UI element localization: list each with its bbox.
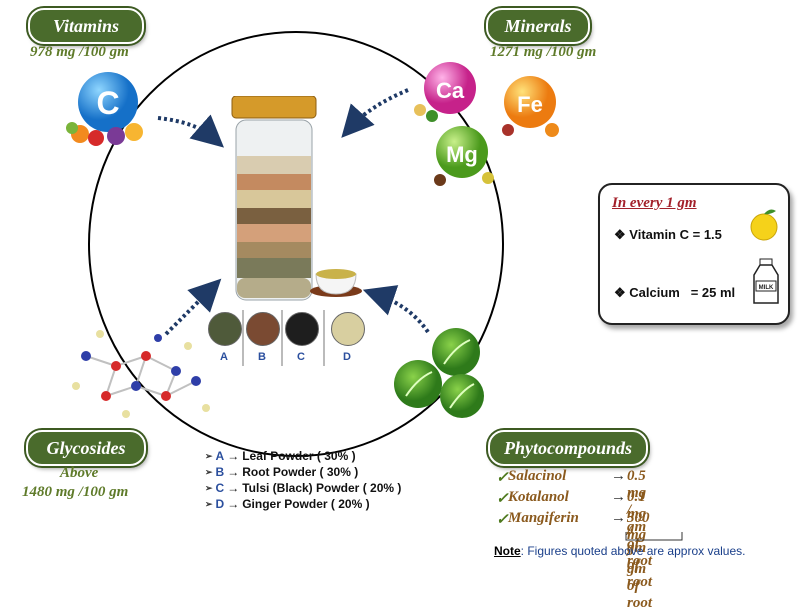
svg-text:C: C (96, 85, 119, 121)
legend-item: ➢D→Ginger Powder ( 20% ) (205, 497, 370, 511)
per-gram-box: In every 1 gm ❖ Vitamin C = 1.5 ❖ Calciu… (598, 183, 790, 325)
footnote: Note: Figures quoted above are approx va… (494, 544, 746, 558)
minerals-value: 1271 mg /100 gm (490, 44, 597, 60)
milk-bottle-icon: MILK (753, 258, 779, 304)
legend-item: ➢B→Root Powder ( 30% ) (205, 465, 359, 479)
svg-text:Fe: Fe (517, 92, 543, 117)
sample-c (285, 312, 319, 346)
per-gram-title: In every 1 gm (612, 195, 697, 211)
vitamins-heading: Vitamins (28, 8, 144, 44)
powder-legend: ➢A→Leaf Powder ( 30% ) ➢B→Root Powder ( … (205, 448, 401, 512)
bracket (625, 532, 683, 541)
sample-label-c: C (297, 351, 305, 363)
sample-a (208, 312, 242, 346)
glycosides-heading: Glycosides (26, 430, 146, 466)
sample-label-d: D (343, 351, 351, 363)
vitamin-c-icon: C (66, 72, 143, 146)
glycoside-molecule-icon (72, 330, 210, 418)
minerals-icons: Ca Fe Mg (414, 62, 559, 186)
leaves-icon (394, 328, 484, 418)
sample-label-a: A (220, 351, 228, 363)
sample-label-b: B (258, 351, 266, 363)
legend-item: ➢C→Tulsi (Black) Powder ( 20% ) (205, 481, 402, 495)
per-gram-calcium: ❖ Calcium = 25 ml (614, 285, 736, 300)
arrow-glycosides (164, 278, 222, 336)
sample-d (331, 312, 365, 346)
cycle-diagram (88, 31, 504, 457)
iron-icon: Fe (504, 76, 556, 128)
calcium-icon: Ca (424, 62, 476, 114)
svg-text:MILK: MILK (759, 285, 774, 291)
svg-text:Ca: Ca (436, 78, 465, 103)
sample-dividers (242, 310, 325, 366)
glycosides-value-line1: Above (60, 465, 99, 481)
magnesium-icon: Mg (436, 126, 488, 178)
svg-text:Mg: Mg (446, 142, 478, 167)
cycle-ring (88, 31, 504, 457)
legend-item: ➢A→Leaf Powder ( 30% ) (205, 449, 356, 463)
herbal-powder-jar (231, 96, 362, 301)
arrow-vitamins (157, 114, 225, 148)
arrow-phyto (362, 285, 430, 334)
minerals-heading: Minerals (486, 8, 590, 44)
glycosides-value-line2: 1480 mg /100 gm (22, 484, 129, 500)
per-gram-vitamin-c: ❖ Vitamin C = 1.5 (614, 227, 722, 242)
lemon-icon (750, 209, 778, 241)
arrow-minerals (341, 88, 409, 138)
vitamins-value: 978 mg /100 gm (30, 44, 129, 60)
phytocompounds-heading: Phytocompounds (488, 430, 648, 466)
sample-b (246, 312, 280, 346)
